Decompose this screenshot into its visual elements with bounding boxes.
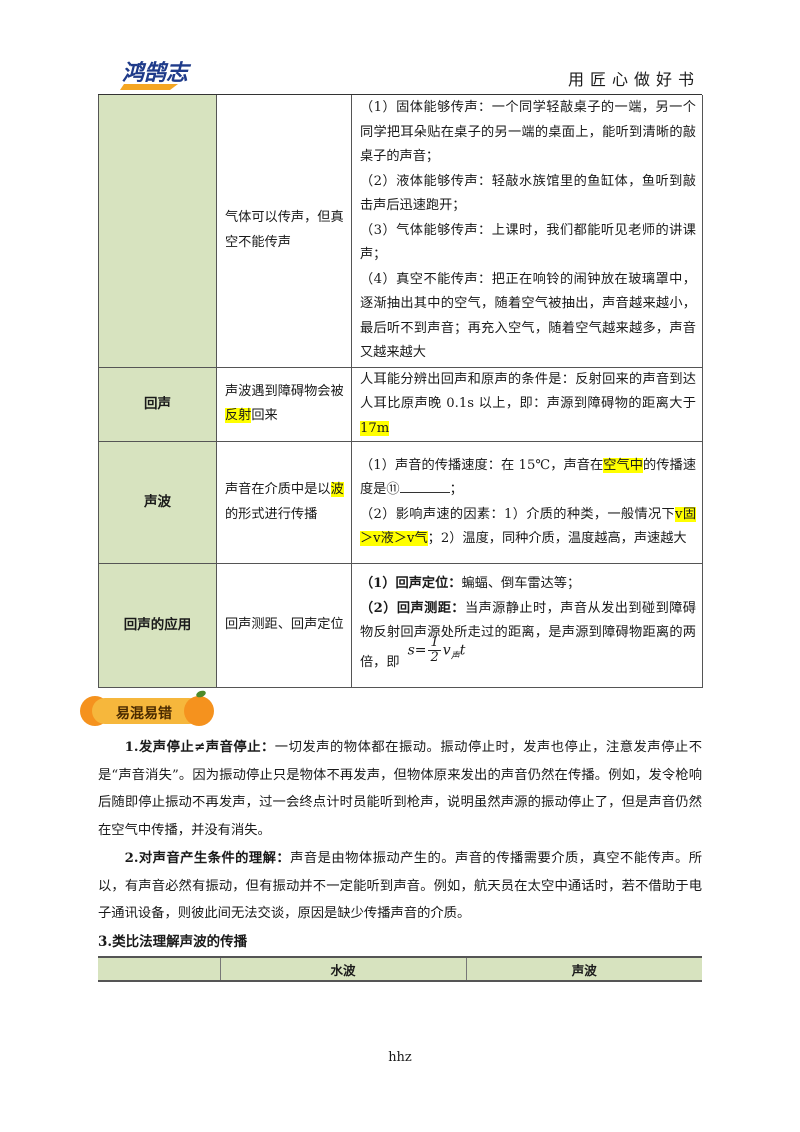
column-header: 水波 (219, 956, 466, 982)
detail-line: （1）声音的传播速度：在 15℃，声音在空气中的传播速度是⑪； (360, 454, 696, 503)
comparison-table: 水波 声波 (98, 956, 702, 982)
column-header (98, 956, 220, 982)
formula-lhs: s= (407, 642, 427, 659)
row-content: 声波遇到障碍物会被反射回来 (216, 366, 352, 442)
tip-title: 2.对声音产生条件的理解： (124, 851, 291, 866)
fraction-denominator: 2 (430, 649, 439, 665)
row-content: 回声测距、回声定位 (216, 563, 352, 688)
column-header: 声波 (465, 956, 702, 982)
text: （2）影响声速的因素：1）介质的种类，一般情况下 (360, 506, 676, 522)
highlight-text: 空气中 (603, 457, 644, 473)
highlight-text: 波 (330, 482, 344, 497)
row-topic: 声波 (98, 441, 217, 564)
section-badge: 易混易错 (80, 689, 214, 726)
tip-title: 3.类比法理解声波的传播 (98, 934, 248, 950)
badge-label: 易混易错 (116, 706, 172, 722)
detail-line: （1）固体能够传声：一个同学轻敲桌子的一端，另一个同学把耳朵贴在桌子的另一端的桌… (360, 100, 696, 164)
text: 声波遇到障碍物会被 (225, 383, 344, 399)
text: 的形式进行传播 (225, 506, 318, 522)
tip-paragraph: 1.发声停止≠声音停止：一切发声的物体都在振动。振动停止时，发声也停止，注意发声… (98, 734, 702, 844)
text: 的传播速度是⑪ (360, 457, 697, 498)
formula-v: v (442, 642, 451, 659)
row-topic (98, 95, 217, 368)
formula-t: t (459, 642, 466, 659)
table-row: 气体可以传声，但真空不能传声 （1）固体能够传声：一个同学轻敲桌子的一端，另一个… (98, 95, 703, 368)
tip-title: 1.发声停止≠声音停止： (124, 740, 275, 755)
row-details: （1）回声定位：蝙蝠、倒车雷达等； （2）回声测距：当声源静止时，声音从发出到碰… (351, 563, 703, 688)
row-details: （1）固体能够传声：一个同学轻敲桌子的一端，另一个同学把耳朵贴在桌子的另一端的桌… (351, 95, 703, 368)
detail-line: （1）回声定位：蝙蝠、倒车雷达等； (360, 572, 696, 597)
table-header-row: 水波 声波 (98, 956, 702, 982)
logo-text: 鸿鹄志 (122, 60, 192, 86)
brand-logo: 鸿鹄志 (120, 60, 192, 90)
knowledge-summary-table: 气体可以传声，但真空不能传声 （1）固体能够传声：一个同学轻敲桌子的一端，另一个… (98, 95, 703, 688)
detail-line: （2）回声测距：当声源静止时，声音从发出到碰到障碍物反射回声源处所走过的距离，是… (360, 597, 696, 679)
highlight-text: 反射 (225, 408, 252, 424)
detail-line: （4）真空不能传声：把正在响铃的闹钟放在玻璃罩中，逐渐抽出其中的空气，随着空气被… (360, 271, 696, 361)
text: （1）声音的传播速度：在 15℃，声音在 (360, 457, 604, 473)
table-row: 回声的应用 回声测距、回声定位 （1）回声定位：蝙蝠、倒车雷达等； （2）回声测… (98, 563, 703, 688)
row-topic: 回声 (98, 366, 217, 442)
text: 人耳能分辨出回声和原声的条件是：反射回来的声音到达人耳比原声晚 0.1s 以上，… (360, 371, 696, 412)
text: 当声源静止时，声音从发出到碰到障碍物反射回声源处所走过的距离，是声源到障碍物距离… (360, 600, 696, 670)
header-slogan: 用匠心做好书 (567, 70, 700, 89)
tip-body: 一切发声的物体都在振动。振动停止时，发声也停止，注意发声停止不是“声音消失”。因… (98, 740, 702, 838)
answer-blank[interactable] (399, 478, 450, 493)
row-details: 人耳能分辨出回声和原声的条件是：反射回来的声音到达人耳比原声晚 0.1s 以上，… (351, 366, 703, 442)
table-row: 声波 声音在介质中是以波的形式进行传播 （1）声音的传播速度：在 15℃，声音在… (98, 441, 703, 564)
tip-heading: 3.类比法理解声波的传播 (98, 930, 247, 950)
text: ；2）温度，同种介质，温度越高，声速越大 (427, 531, 687, 546)
row-content: 声音在介质中是以波的形式进行传播 (216, 441, 352, 564)
row-content: 气体可以传声，但真空不能传声 (216, 95, 352, 368)
table-row: 回声 声波遇到障碍物会被反射回来 人耳能分辨出回声和原声的条件是：反射回来的声音… (98, 366, 703, 442)
detail-label: （1）回声定位： (360, 576, 462, 592)
page-footer: hhz (388, 1050, 412, 1065)
text: ； (449, 482, 463, 497)
text: 蝙蝠、倒车雷达等； (461, 576, 581, 592)
row-details: （1）声音的传播速度：在 15℃，声音在空气中的传播速度是⑪； （2）影响声速的… (351, 441, 703, 564)
orange-icon (184, 696, 214, 726)
tip-body: 声音是由物体振动产生的。声音的传播需要介质，真空不能传声。所以，有声音必然有振动… (98, 851, 702, 921)
header-divider (98, 94, 702, 95)
detail-line: （3）气体能够传声：上课时，我们都能听见老师的讲课声； (360, 222, 696, 263)
text: 回来 (251, 408, 278, 424)
detail-label: （2）回声测距： (360, 600, 465, 616)
detail-line: （2）影响声速的因素：1）介质的种类，一般情况下v固＞v液＞v气；2）温度，同种… (360, 503, 697, 552)
highlight-text: 17m (360, 420, 390, 436)
detail-line: （2）液体能够传声：轻敲水族馆里的鱼缸体，鱼听到敲击声后迅速跑开； (360, 173, 696, 214)
formula-subscript: 声 (450, 651, 460, 662)
tip-paragraph: 2.对声音产生条件的理解：声音是由物体振动产生的。声音的传播需要介质，真空不能传… (98, 845, 702, 928)
row-topic: 回声的应用 (98, 563, 217, 688)
badge-pill (92, 698, 202, 724)
fraction-numerator: 1 (428, 634, 441, 651)
text: 声音在介质中是以 (225, 482, 331, 497)
